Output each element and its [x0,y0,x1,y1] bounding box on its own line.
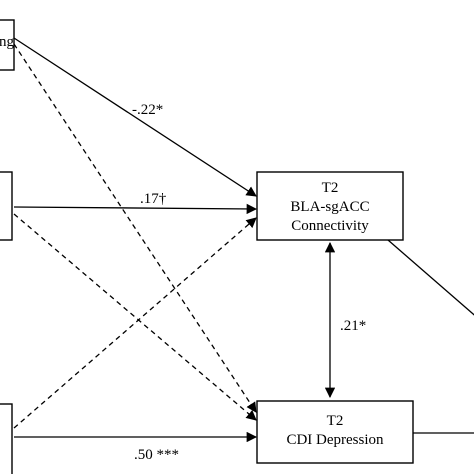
edge-top-to-connectivity [13,37,257,197]
node-t2-cdi-line1: T2 [327,413,344,429]
edge-label-connectivity-cdi: .21* [340,318,366,334]
edge-top-to-cdi [13,43,257,413]
edge-mid-to-connectivity [13,203,258,215]
node-top-left-label: ng [0,34,15,50]
edge-label-top-to-connectivity: -.22* [132,102,163,118]
node-t2-connectivity [256,171,404,241]
edge-label-bottom-to-cdi: .50 *** [134,447,179,463]
edge-label-mid-to-connectivity: .17† [140,191,167,207]
node-t2-cdi [256,400,414,464]
node-t2-connectivity-line3: Connectivity [291,218,369,234]
edge-connectivity-out [387,239,474,316]
node-bottom-left [0,403,13,474]
edge-bottom-to-connectivity [13,217,257,429]
node-t2-connectivity-line1: T2 [322,180,339,196]
node-t2-connectivity-line2: BLA-sgACC [290,199,369,215]
node-t2-cdi-line2: CDI Depression [286,432,384,448]
node-mid-left [0,171,13,241]
edge-mid-to-cdi [13,213,257,421]
